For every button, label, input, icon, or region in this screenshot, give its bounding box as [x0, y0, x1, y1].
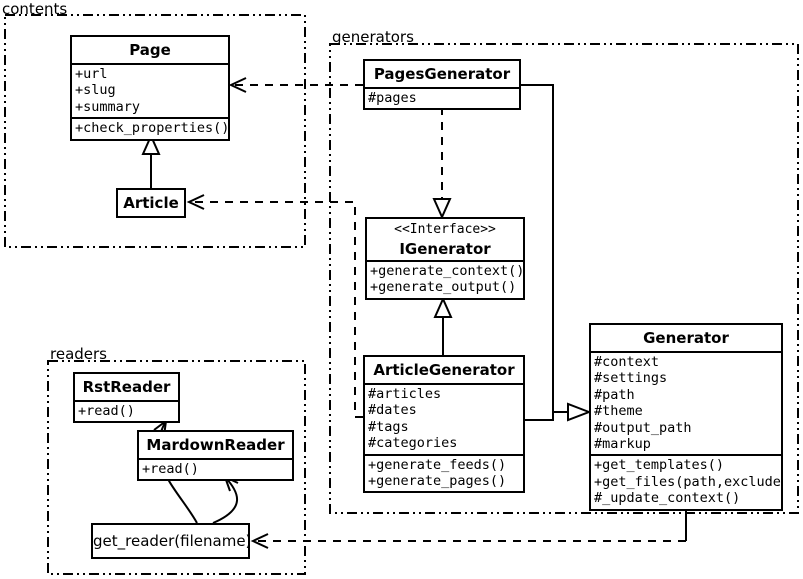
method: #_update_context() — [594, 490, 741, 507]
class-name: Article — [123, 194, 179, 212]
methods-section: +read() — [139, 458, 292, 479]
class-name: Page — [129, 41, 171, 59]
methods-section: +generate_context() +generate_output() — [367, 260, 523, 298]
methods-section: +check_properties() — [72, 117, 228, 138]
method: +generate_context() — [370, 263, 523, 279]
class-box-markdownreader: MardownReader +read() — [137, 430, 294, 482]
hollow-triangle-icon — [433, 296, 453, 318]
attribute: #articles — [368, 386, 442, 402]
package-label-contents: contents — [2, 0, 68, 18]
open-arrowhead-icon — [228, 77, 247, 93]
methods-section: +read() — [75, 400, 178, 421]
attribute: #tags — [368, 418, 409, 435]
methods-section: +get_templates() +get_files(path,exclude… — [591, 454, 781, 508]
attribute: #context — [594, 354, 660, 370]
methods-section: +generate_feeds() +generate_pages() — [365, 453, 523, 492]
method: +get_files(path,exclude) — [594, 473, 781, 490]
hollow-triangle-icon — [432, 198, 452, 220]
curve-getreader-markdownreader — [212, 476, 239, 524]
package-label-readers: readers — [50, 345, 107, 363]
inheritance-line-pagesgenerator-generator — [521, 84, 568, 413]
class-box-generator: Generator #context #settings #path #them… — [589, 323, 783, 511]
class-name: MardownReader — [146, 436, 285, 454]
attribute: +slug — [75, 82, 116, 99]
attribute: #markup — [594, 436, 651, 453]
method: +check_properties() — [75, 120, 228, 137]
dependency-line-articlegenerator-article — [192, 201, 363, 418]
class-box-igenerator: <<Interface>> IGenerator +generate_conte… — [365, 217, 525, 300]
package-frame-readers — [47, 360, 306, 575]
attribute: +summary — [75, 98, 141, 115]
open-arrowhead-icon — [186, 194, 205, 210]
attribute: #dates — [368, 402, 417, 419]
hollow-triangle-icon — [141, 133, 161, 155]
attribute: #pages — [368, 90, 417, 106]
attribute: #path — [594, 386, 635, 403]
class-box-articlegenerator: ArticleGenerator #articles #dates #tags … — [363, 355, 525, 494]
attribute: #settings — [594, 370, 668, 387]
class-box-page: Page +url +slug +summary +check_properti… — [70, 35, 230, 141]
method: +read() — [78, 403, 135, 419]
class-box-article: Article — [116, 188, 186, 218]
class-box-pagesgenerator: PagesGenerator #pages — [363, 59, 521, 111]
class-name: Generator — [643, 329, 729, 347]
method: +generate_pages() — [368, 473, 507, 490]
method: +generate_feeds() — [368, 456, 507, 473]
interface-header: <<Interface>> IGenerator — [367, 219, 523, 260]
class-name: RstReader — [82, 378, 171, 396]
package-label-generators: generators — [332, 28, 414, 46]
class-name: PagesGenerator — [373, 65, 511, 83]
attribute: #theme — [594, 403, 643, 420]
method: +read() — [142, 461, 199, 477]
class-name: ArticleGenerator — [373, 361, 515, 379]
attribute: +url — [75, 66, 108, 82]
stereotype-label: <<Interface>> — [394, 222, 496, 237]
attribute: #output_path — [594, 419, 692, 436]
class-box-rstreader: RstReader +read() — [73, 372, 180, 424]
package-frame-contents — [4, 14, 306, 248]
hollow-triangle-icon — [567, 402, 592, 422]
inheritance-line-articlegenerator-generator — [525, 412, 554, 421]
attributes-section: +url +slug +summary — [72, 63, 228, 117]
open-arrowhead-icon — [250, 533, 269, 549]
attributes-section: #context #settings #path #theme #output_… — [591, 351, 781, 454]
attributes-section: #pages — [365, 87, 519, 108]
function-box-get-reader: get_reader(filename) — [91, 523, 251, 559]
class-name: IGenerator — [399, 240, 491, 258]
method: +generate_output() — [370, 279, 517, 296]
package-frame-generators — [329, 43, 799, 514]
attribute: #categories — [368, 435, 458, 452]
method: +get_templates() — [594, 457, 725, 474]
attributes-section: #articles #dates #tags #categories — [365, 383, 523, 454]
